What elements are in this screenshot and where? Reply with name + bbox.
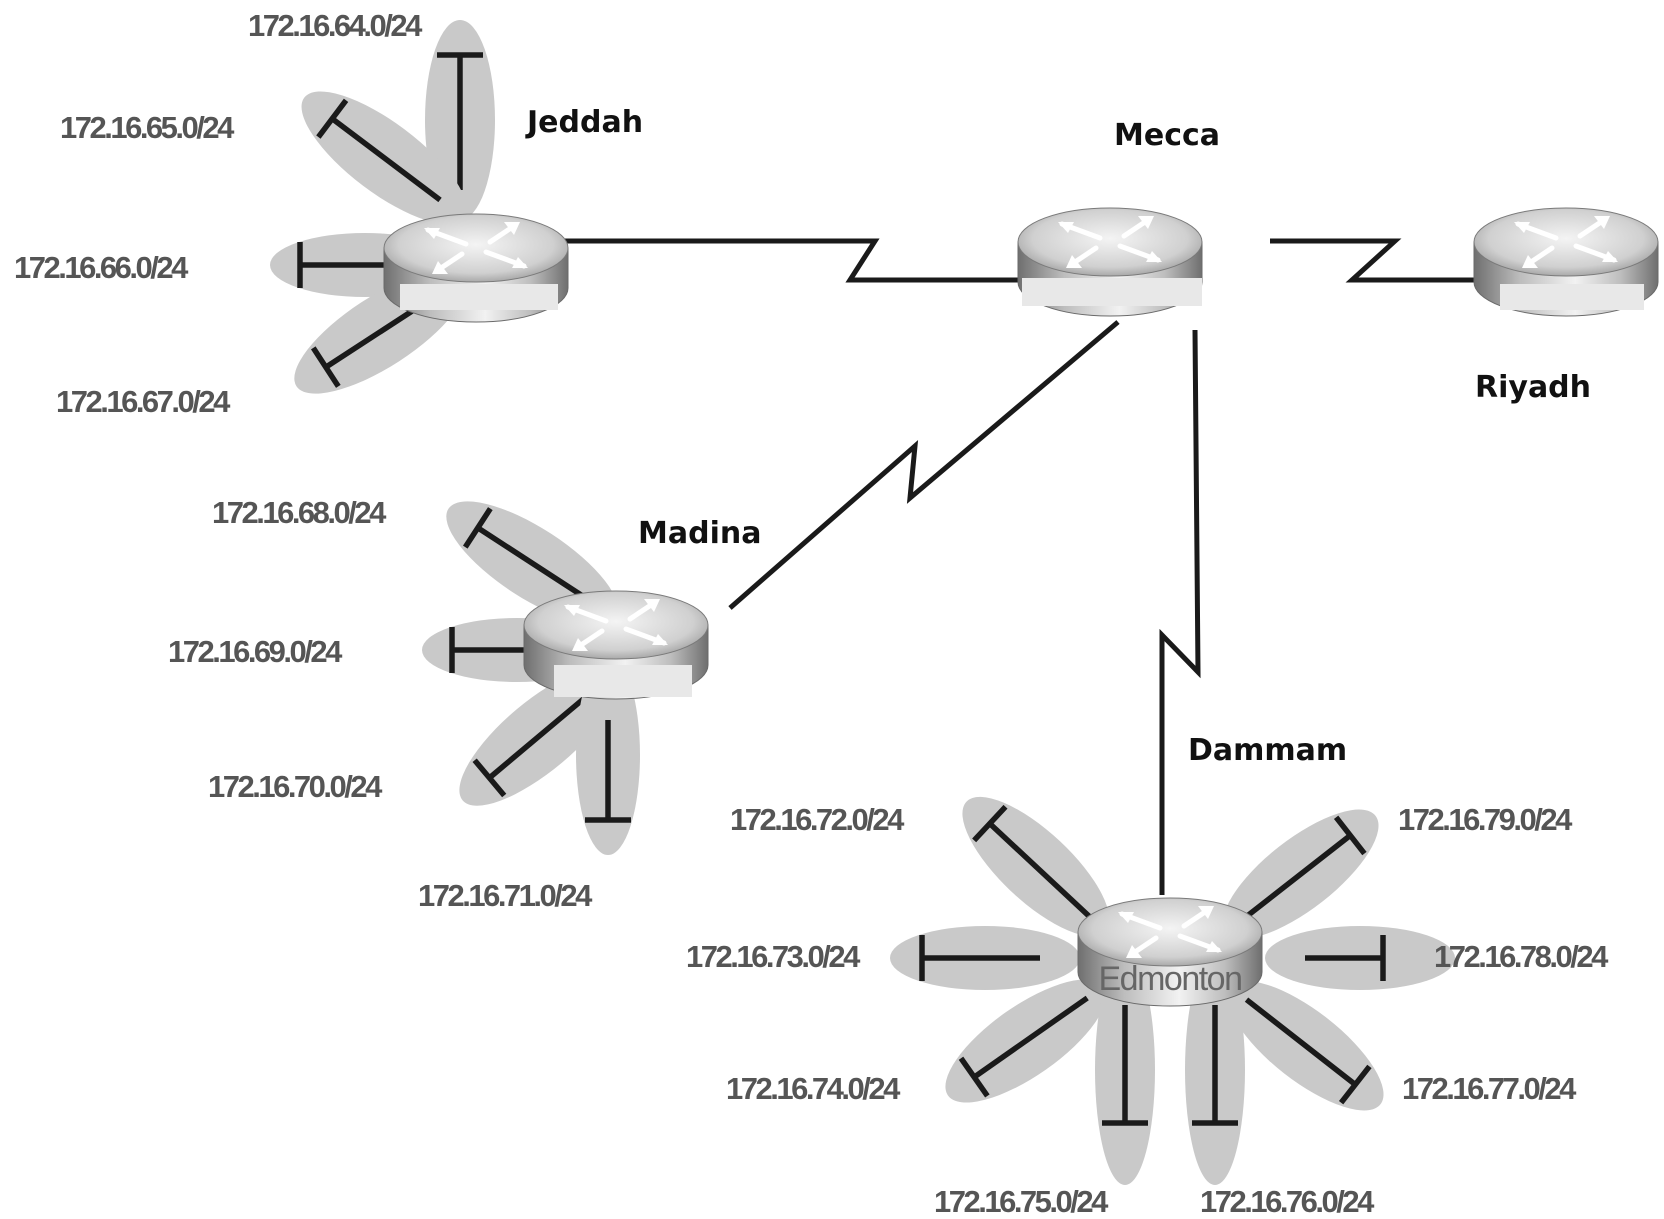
router-mecca [1018, 208, 1202, 316]
network-label: 172.16.79.0/24 [1398, 802, 1573, 837]
stub-network-madina-3 [459, 666, 620, 806]
stub-network-dammam-6 [1227, 981, 1384, 1111]
madina-stub-networks [422, 501, 640, 855]
serial-links [560, 238, 1490, 895]
network-label: 172.16.66.0/24 [14, 250, 189, 285]
link-madina-mecca [728, 320, 1120, 610]
network-label: 172.16.72.0/24 [730, 802, 905, 837]
network-label: 172.16.78.0/24 [1434, 939, 1609, 974]
router-label-mecca: Mecca [1114, 118, 1220, 153]
stub-network-jeddah-2 [301, 91, 467, 225]
network-label: 172.16.76.0/24 [1200, 1184, 1375, 1219]
stub-network-madina-4 [576, 655, 640, 855]
network-label: 172.16.65.0/24 [60, 110, 235, 145]
network-label: 172.16.77.0/24 [1402, 1071, 1577, 1106]
link-dammam-mecca [1159, 329, 1201, 895]
stub-network-dammam-7 [1265, 926, 1455, 990]
network-label: 172.16.69.0/24 [168, 634, 343, 669]
router-label-jeddah: Jeddah [525, 105, 643, 140]
stub-network-dammam-2 [890, 926, 1080, 990]
network-label: 172.16.73.0/24 [686, 939, 861, 974]
router-riyadh [1474, 208, 1658, 316]
stub-network-dammam-8 [1222, 809, 1379, 939]
router-device-label: Edmonton [1099, 960, 1242, 998]
router-jeddah [384, 214, 568, 322]
network-label: 172.16.68.0/24 [212, 495, 387, 530]
network-label: 172.16.67.0/24 [56, 384, 231, 419]
router-label-madina: Madina [638, 516, 761, 551]
stub-network-dammam-1 [962, 796, 1110, 937]
router-label-riyadh: Riyadh [1475, 370, 1591, 405]
network-label: 172.16.74.0/24 [726, 1071, 901, 1106]
stub-network-dammam-3 [945, 979, 1107, 1103]
network-label: 172.16.75.0/24 [934, 1184, 1109, 1219]
stub-network-dammam-4 [1095, 955, 1155, 1185]
network-label: 172.16.71.0/24 [418, 878, 593, 913]
router-madina [524, 591, 708, 699]
router-dammam: Edmonton [1078, 898, 1262, 1006]
network-label: 172.16.64.0/24 [248, 8, 423, 43]
stub-network-dammam-5 [1185, 955, 1245, 1185]
network-label: 172.16.70.0/24 [208, 769, 383, 804]
dammam-stub-networks [890, 796, 1455, 1185]
link-jeddah-mecca [560, 238, 1090, 283]
link-mecca-riyadh [1270, 238, 1490, 283]
router-label-dammam: Dammam [1188, 733, 1347, 768]
